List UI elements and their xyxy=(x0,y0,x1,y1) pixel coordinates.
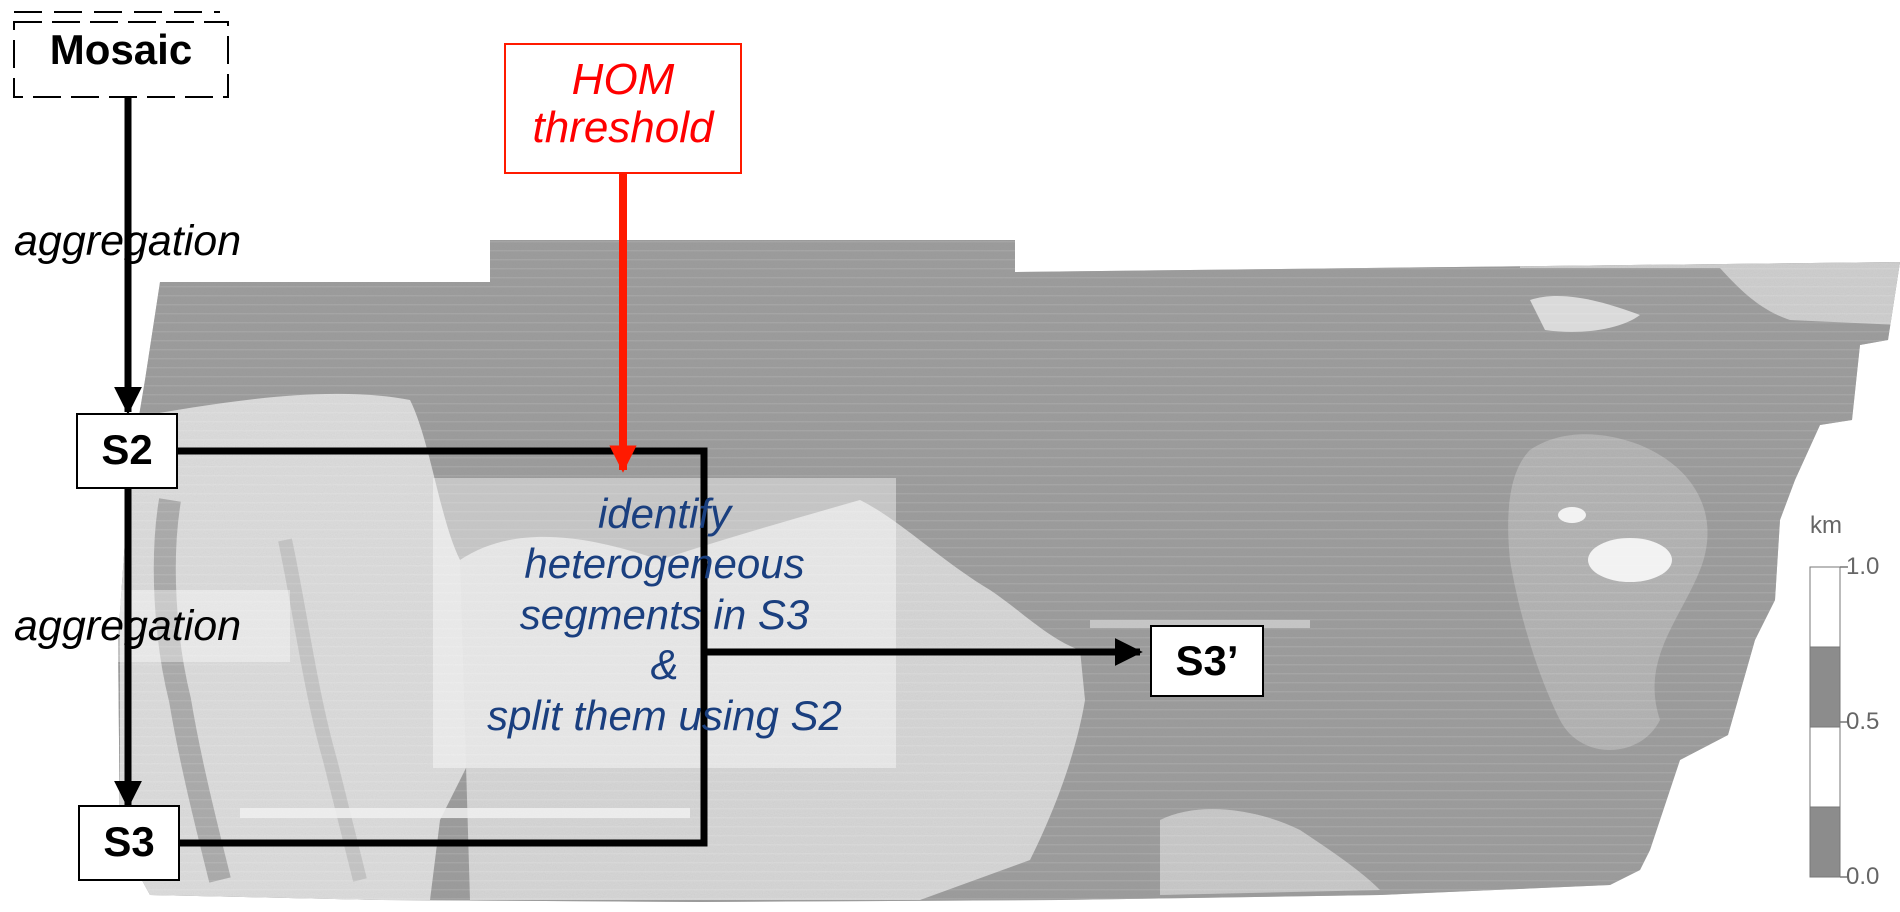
node-mosaic xyxy=(13,11,229,98)
node-s3-prime xyxy=(1150,625,1264,697)
node-s3 xyxy=(78,805,180,881)
depth-legend xyxy=(1809,566,1848,878)
aggregation-label-background xyxy=(0,590,290,662)
process-box-background xyxy=(433,478,896,768)
edge-s2-to-process xyxy=(178,447,708,847)
node-s2 xyxy=(76,413,178,489)
bathymetry-mosaic xyxy=(118,240,1900,902)
node-hom-threshold xyxy=(504,43,742,174)
